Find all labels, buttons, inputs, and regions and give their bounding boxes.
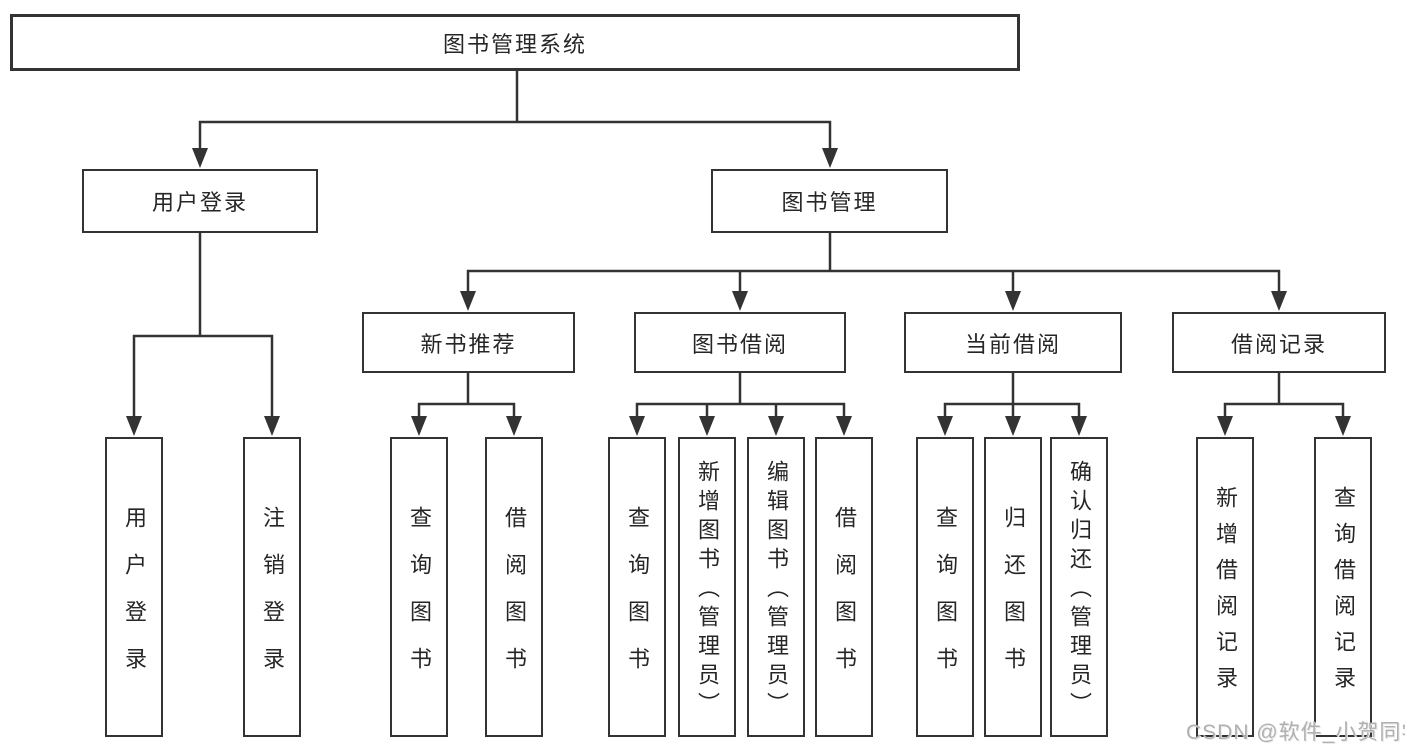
node-label: 注销登录 [260, 505, 285, 694]
node-label: 查询图书 [933, 505, 958, 694]
edge-new-book-rec-to-leaves [411, 373, 522, 436]
node-label: 查询借阅记录 [1331, 486, 1356, 702]
node-label: 借阅图书 [502, 505, 527, 694]
edge-book-borrow-to-leaves [629, 373, 852, 436]
leaf-cb-query-books: 查询图书 [916, 437, 974, 737]
csdn-watermark: CSDN @软件_小贺同学 [1186, 721, 1405, 744]
node-label: 新增图书（管理员） [695, 460, 720, 721]
node-label: 新书推荐 [420, 331, 517, 357]
edge-borrow-records-to-leaves [1217, 373, 1351, 436]
node-current-borrowing: 当前借阅 [904, 312, 1122, 373]
node-label: 当前借阅 [964, 331, 1061, 357]
node-label: 用户登录 [151, 190, 248, 215]
leaf-user-login: 用户登录 [105, 437, 163, 737]
leaf-logout: 注销登录 [243, 437, 301, 737]
node-label: 图书管理系统 [442, 31, 587, 57]
edge-user-login-to-leaves [126, 233, 280, 436]
node-label: 图书借阅 [691, 331, 788, 357]
node-label: 编辑图书（管理员） [764, 460, 789, 721]
node-label: 查询图书 [407, 505, 432, 694]
node-label: 归还图书 [1001, 505, 1026, 694]
node-book-borrowing: 图书借阅 [634, 312, 846, 373]
leaf-br-query-record: 查询借阅记录 [1314, 437, 1372, 737]
node-label: 新增借阅记录 [1213, 486, 1238, 702]
edge-book-mgmt-to-level3 [460, 233, 1287, 311]
leaf-cb-confirm-return-admin: 确认归还（管理员） [1050, 437, 1108, 737]
node-label: 确认归还（管理员） [1067, 460, 1092, 721]
node-user-login: 用户登录 [82, 169, 318, 233]
node-library-management-system: 图书管理系统 [10, 14, 1020, 71]
node-book-management: 图书管理 [711, 169, 948, 233]
node-label: 用户登录 [122, 505, 147, 694]
leaf-br-add-record: 新增借阅记录 [1196, 437, 1254, 737]
leaf-rec-query-books: 查询图书 [390, 437, 448, 737]
leaf-bb-edit-books-admin: 编辑图书（管理员） [747, 437, 805, 737]
node-label: 借阅记录 [1230, 331, 1327, 357]
node-label: 借阅图书 [832, 505, 857, 694]
leaf-bb-query-books: 查询图书 [608, 437, 666, 737]
edge-root-to-level2 [192, 70, 838, 168]
node-label: 图书管理 [781, 190, 878, 215]
leaf-bb-borrow-books: 借阅图书 [815, 437, 873, 737]
leaf-bb-add-books-admin: 新增图书（管理员） [678, 437, 736, 737]
leaf-rec-borrow-books: 借阅图书 [485, 437, 543, 737]
edge-current-borrow-to-leaves [937, 373, 1087, 436]
node-new-book-recommendation: 新书推荐 [362, 312, 575, 373]
node-label: 查询图书 [625, 505, 650, 694]
node-borrowing-records: 借阅记录 [1172, 312, 1386, 373]
leaf-cb-return-books: 归还图书 [984, 437, 1042, 737]
